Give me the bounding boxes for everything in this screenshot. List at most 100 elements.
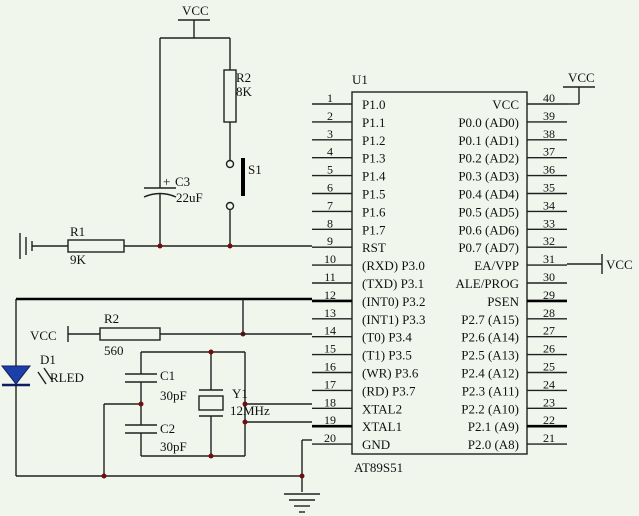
d1-led-symbol [0,365,32,385]
r2-led-ref: R2 [104,311,119,326]
r1-value: 9K [70,252,87,267]
chip-pin-9: 9 RST [312,234,386,255]
pin-number: 38 [543,127,555,141]
r2-led-body [99,327,161,341]
chip-pin-23: 23 P2.2 (A10) [461,395,567,416]
vcc-pin40-label: VCC [568,70,595,85]
pin-label: P2.3 (A11) [462,383,519,398]
pin-number: 33 [543,216,555,230]
pin-number: 9 [327,234,333,248]
pin-label: PSEN [487,294,519,309]
pin-label: P1.7 [362,222,386,237]
pin-label: XTAL1 [362,419,402,434]
pin-label: P2.0 (A8) [468,437,519,452]
chip-pin-22: 22 P2.1 (A9) [468,413,567,434]
pin-label: P2.7 (A15) [461,312,519,327]
r2-reset-value: 8K [236,84,253,99]
pin-number: 7 [327,198,333,212]
chip-pin-17: 17 (RD) P3.7 [312,377,416,398]
r2-reset-ref: R2 [236,70,251,85]
c3-ref: C3 [175,174,190,189]
r1-ref: R1 [70,224,85,239]
pin-label: (T0) P3.4 [362,330,412,345]
y1-ref: Y1 [232,386,248,401]
pin-number: 17 [324,377,336,391]
pin-label: (WR) P3.6 [362,366,419,381]
pin-number: 1 [327,91,333,105]
chip-pin-27: 27 P2.6 (A14) [461,324,567,345]
pin-number: 24 [543,377,555,391]
pin-number: 27 [543,324,555,338]
chip-pin-16: 16(WR) P3.6 [312,360,419,381]
chip-ref: U1 [352,72,368,87]
pin-label: EA/VPP [474,258,519,273]
pin-number: 31 [543,252,555,266]
pin-number: 8 [327,216,333,230]
pin-number: 22 [543,413,555,427]
pin-label: (INT1) P3.3 [362,312,426,327]
pin-label: XTAL2 [362,401,402,416]
pin-label: P1.2 [362,133,385,148]
c1-value: 30pF [160,388,187,403]
pin-number: 34 [543,198,555,212]
pin-number: 29 [543,288,555,302]
ground-bus [16,439,320,513]
chip-pin-11: 11(TXD) P3.1 [312,270,424,291]
pin-number: 37 [543,145,555,159]
pin-number: 23 [543,395,555,409]
pin-label: (INT0) P3.2 [362,294,426,309]
pin-label: P2.1 (A9) [468,419,519,434]
pin-label: GND [362,437,390,452]
pin-number: 36 [543,163,555,177]
chip-pin-8: 8 P1.7 [312,216,386,237]
pin-number: 10 [324,252,336,266]
pin-label: P0.3 (AD3) [458,169,519,184]
right-vcc: VCC VCC [563,70,633,274]
pin-label: P2.6 (A14) [461,330,519,345]
pin-label: P1.4 [362,169,386,184]
pin-number: 2 [327,109,333,123]
pin-label: P1.1 [362,115,385,130]
pin-number: 25 [543,360,555,374]
pin-number: 5 [327,163,333,177]
pin-label: (T1) P3.5 [362,348,412,363]
chip-pin-21: 21 P2.0 (A8) [468,431,567,452]
pin-label: RST [362,240,386,255]
pin-label: (RXD) P3.0 [362,258,425,273]
c2-ref: C2 [160,421,175,436]
pin-label: P2.2 (A10) [461,401,519,416]
pin-number: 30 [543,270,555,284]
pin-number: 15 [324,342,336,356]
y1-value: 12MHz [230,403,270,418]
pin-number: 26 [543,342,555,356]
pin-label: (RD) P3.7 [362,383,416,398]
s1-ref: S1 [248,162,262,177]
pin-label: P1.3 [362,151,385,166]
reset-circuit: VCC + C3 22uF R2 8K S1 R1 9K [19,3,312,267]
pin-label: P1.0 [362,97,385,112]
chip-pin-26: 26 P2.5 (A13) [461,342,567,363]
chip-pin-14: 14(T0) P3.4 [312,324,412,345]
r1-body [67,239,125,253]
pin-number: 39 [543,109,555,123]
pin-number: 13 [324,306,336,320]
c2-value: 30pF [160,439,187,454]
pin-label: P2.5 (A13) [461,348,519,363]
r2-reset-body [223,69,237,123]
pin-label: P1.5 [362,187,385,202]
pin-number: 21 [543,431,555,445]
chip-pin-36: 36 P0.3 (AD3) [458,163,567,184]
pin-label: P0.0 (AD0) [458,115,519,130]
pin-number: 32 [543,234,555,248]
pin-number: 18 [324,395,336,409]
